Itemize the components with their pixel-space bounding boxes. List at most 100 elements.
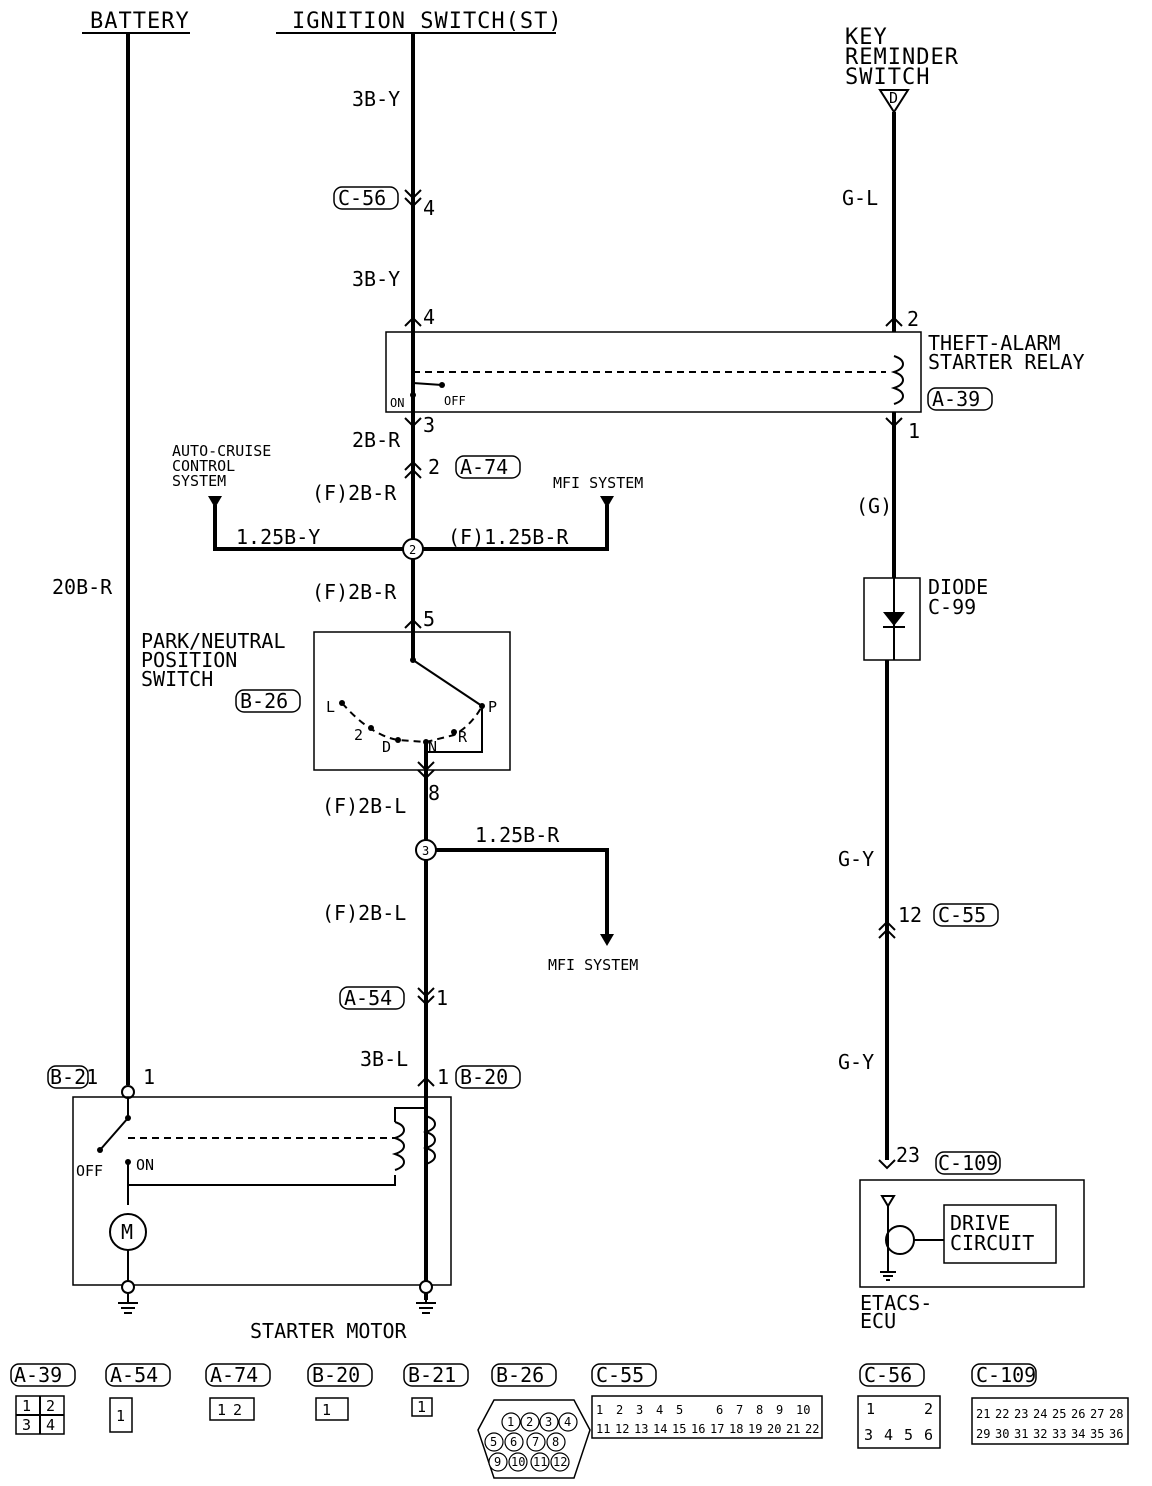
starter-off-contact	[97, 1147, 103, 1153]
c109-pin-number: 22	[995, 1407, 1009, 1421]
starter-coil-feed	[394, 1107, 426, 1122]
pnp-label-1: PARK/NEUTRAL	[141, 629, 286, 653]
starter-motor-box	[72, 1096, 452, 1286]
b20-arrow-icon	[417, 1076, 435, 1087]
a54-pin: 1	[436, 986, 448, 1010]
pnp-pos-l: L	[326, 698, 335, 716]
drive-circuit-box	[943, 1204, 1057, 1264]
motor-ground-terminal-1	[121, 1280, 135, 1294]
c109-pin-number: 31	[1014, 1427, 1028, 1441]
svg-text:2: 2	[46, 1397, 55, 1415]
auto-cruise-label-1: AUTO-CRUISE	[172, 442, 271, 460]
c109-pin-number: 23	[1014, 1407, 1028, 1421]
c109-label: C-109	[938, 1151, 998, 1175]
b26-pin-number: 11	[533, 1455, 547, 1469]
mfi-wire-1	[422, 505, 609, 551]
c55-pin-number: 4	[656, 1403, 663, 1417]
b26-pin	[488, 1452, 508, 1472]
svg-text:3: 3	[22, 1416, 31, 1434]
svg-text:B-21: B-21	[408, 1363, 456, 1387]
etacs-terminal-icon	[880, 1195, 896, 1208]
c55-pin-number: 3	[636, 1403, 643, 1417]
etacs-ecu-box	[859, 1179, 1085, 1288]
c55-badge	[933, 903, 999, 927]
diode-label-2: C-99	[928, 595, 976, 619]
pnp-out-arrow-icon	[417, 761, 435, 780]
svg-text:A-54: A-54	[110, 1363, 158, 1387]
b26-pin-number: 9	[494, 1455, 501, 1469]
c109-pin-number: 35	[1090, 1427, 1104, 1441]
junction-3-label: 3	[422, 844, 429, 858]
relay-label-2: STARTER RELAY	[928, 350, 1085, 374]
b26-pin	[526, 1432, 546, 1452]
svg-text:C-109: C-109	[976, 1363, 1036, 1387]
c55-pin-number: 10	[796, 1403, 810, 1417]
a39-label: A-39	[932, 387, 980, 411]
b21-terminal	[121, 1085, 135, 1099]
c55-pin-number: 16	[691, 1422, 705, 1436]
ignition-title: IGNITION SWITCH(ST)	[292, 9, 563, 34]
svg-text:4: 4	[884, 1426, 893, 1444]
b20-label: B-20	[460, 1065, 508, 1089]
starter-motor-label: STARTER MOTOR	[250, 1319, 407, 1343]
c109-pin-number: 27	[1090, 1407, 1104, 1421]
wire-label-g-y-1: G-Y	[838, 847, 874, 871]
c56-badge	[333, 186, 399, 210]
c109-arrow-icon	[878, 1159, 896, 1170]
legend-b20: B-20 1	[307, 1363, 373, 1421]
junction-2-label: 2	[409, 543, 416, 557]
c56-connector-icon	[404, 189, 422, 208]
drive-circuit-label-2: CIRCUIT	[950, 1231, 1034, 1255]
c109-pin-number: 29	[976, 1427, 990, 1441]
pnp-switch-box	[313, 631, 511, 771]
junction-2	[402, 538, 424, 560]
pnp-pos-2: 2	[354, 726, 363, 744]
key-reminder-title-3: SWITCH	[845, 65, 930, 90]
pnp-position-arc	[341, 702, 483, 744]
c55-pin: 12	[898, 903, 922, 927]
b20-badge	[455, 1065, 521, 1089]
b26-pin	[530, 1452, 550, 1472]
c55-pin-number: 13	[634, 1422, 648, 1436]
a74-pin: 2	[428, 455, 440, 479]
svg-text:B-20: B-20	[312, 1363, 360, 1387]
svg-text:C-56: C-56	[864, 1363, 912, 1387]
battery-title: BATTERY	[90, 9, 190, 34]
a54-badge	[339, 986, 405, 1010]
b26-pin-number: 4	[564, 1415, 571, 1429]
svg-text:6: 6	[924, 1426, 933, 1444]
wire-label-f2b-r-2: (F)2B-R	[312, 580, 397, 604]
b26-pin	[501, 1412, 521, 1432]
svg-text:1: 1	[417, 1398, 426, 1416]
pnp-label-2: POSITION	[141, 648, 237, 672]
svg-text:B-26: B-26	[496, 1363, 544, 1387]
diode-box	[863, 577, 921, 661]
starter-hold-wire	[127, 1162, 396, 1186]
c109-badge	[935, 1151, 1001, 1175]
b26-pin-number: 7	[532, 1435, 539, 1449]
b26-badge	[235, 689, 301, 713]
c55-label: C-55	[938, 903, 986, 927]
c55-pin-number: 18	[729, 1422, 743, 1436]
wire-label-f1-25b-r: (F)1.25B-R	[448, 525, 569, 549]
mfi-wire-2	[436, 848, 609, 940]
wire-label-3b-y-2: 3B-Y	[352, 267, 400, 291]
pnp-pos-d: D	[382, 738, 391, 756]
b20-pin: 1	[437, 1065, 449, 1089]
relay-off-label: OFF	[444, 394, 466, 408]
ground-icon-2	[416, 1293, 436, 1314]
relay-label-1: THEFT-ALARM	[928, 331, 1060, 355]
starter-switch-arm	[99, 1117, 129, 1151]
c55-pin-number: 17	[710, 1422, 724, 1436]
relay-switch-arm	[412, 382, 443, 386]
b26-pin-number: 6	[510, 1435, 517, 1449]
pnp-pos-r: R	[458, 728, 468, 746]
wire-label-1-25b-r: 1.25B-R	[475, 823, 560, 847]
b26-pin-number: 10	[511, 1455, 525, 1469]
relay-on-label: ON	[390, 396, 404, 410]
wire-label-2b-r: 2B-R	[352, 428, 401, 452]
wire-label-f2b-r-1: (F)2B-R	[312, 481, 397, 505]
key-reminder-terminal-icon	[878, 89, 910, 114]
svg-text:2: 2	[233, 1401, 242, 1419]
